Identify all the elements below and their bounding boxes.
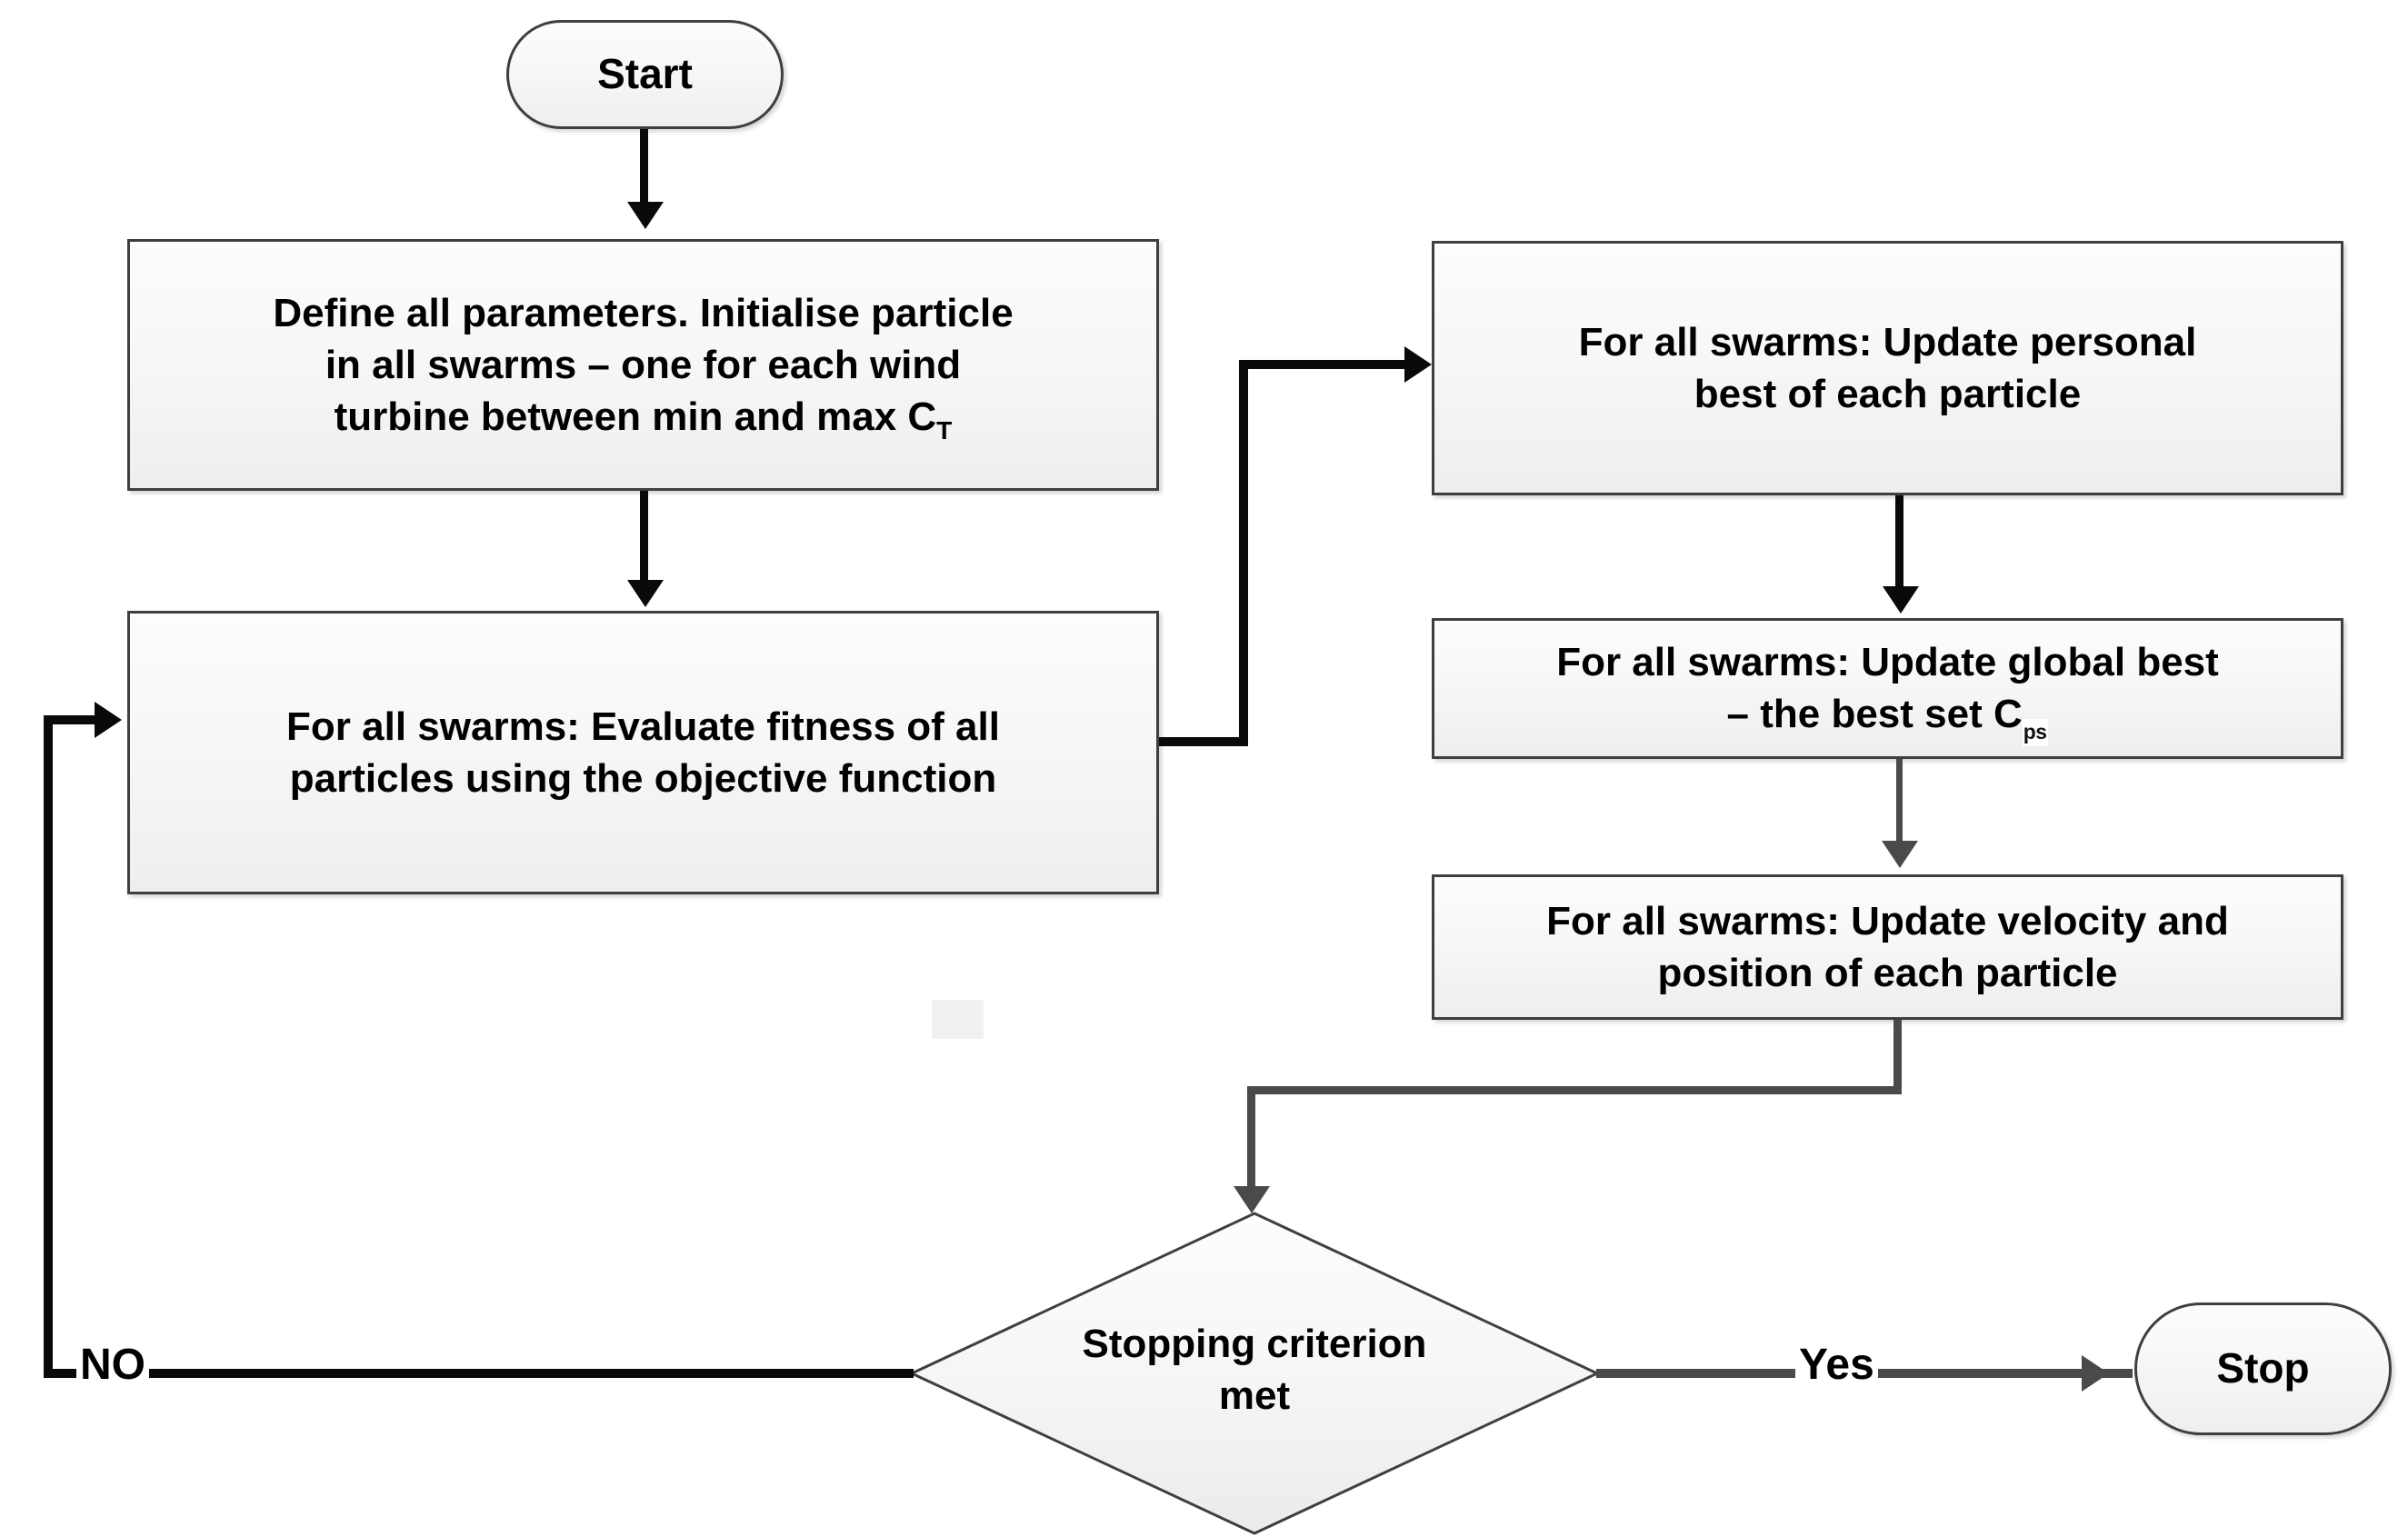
node-start[interactable]: Start — [506, 20, 784, 129]
image-artifact-patch — [932, 1000, 984, 1039]
subscript-cps: ps — [2022, 719, 2049, 746]
edge-label-yes: Yes — [1795, 1343, 1878, 1387]
connector-velocity-to-decision-v-left — [1247, 1086, 1255, 1201]
connector-start-to-define-line — [640, 129, 648, 206]
connector-define-to-evaluate-arrowhead — [627, 580, 664, 607]
connector-global-to-velocity-arrowhead — [1882, 841, 1918, 868]
connector-velocity-to-decision-arrowhead — [1234, 1186, 1270, 1213]
subscript-ct: T — [936, 415, 953, 444]
node-stop[interactable]: Stop — [2134, 1302, 2392, 1435]
connector-define-to-evaluate-line — [640, 491, 648, 586]
connector-no-h-bottom — [50, 1369, 914, 1378]
connector-velocity-to-decision-v-right — [1893, 1020, 1902, 1094]
node-define-parameters-label: Define all parameters. Initialise partic… — [273, 290, 1014, 444]
connector-global-to-velocity-line — [1896, 759, 1903, 859]
connector-evaluate-to-personal-h-top — [1239, 360, 1410, 369]
node-update-global-best-label: For all swarms: Update global best– the … — [1536, 636, 2239, 746]
connector-no-v-left — [44, 715, 53, 1378]
edge-label-no: NO — [76, 1343, 149, 1387]
connector-velocity-to-decision-h — [1247, 1086, 1902, 1094]
connector-personal-to-global-line — [1895, 495, 1903, 594]
connector-no-h-top — [44, 715, 100, 724]
diamond-shape — [909, 1212, 1600, 1535]
connector-start-to-define-arrowhead — [627, 202, 664, 229]
connector-no-arrowhead — [95, 702, 122, 738]
node-start-label: Start — [597, 50, 693, 98]
node-update-global-best[interactable]: For all swarms: Update global best– the … — [1432, 618, 2343, 759]
node-define-parameters[interactable]: Define all parameters. Initialise partic… — [127, 239, 1159, 491]
node-stop-label: Stop — [2216, 1344, 2310, 1392]
connector-evaluate-to-personal-v — [1239, 360, 1248, 746]
connector-yes-arrowhead — [2082, 1355, 2109, 1392]
connector-evaluate-to-personal-arrowhead — [1404, 346, 1432, 383]
connector-personal-to-global-arrowhead — [1883, 586, 1919, 614]
connector-evaluate-to-personal-h-bottom — [1159, 737, 1248, 746]
